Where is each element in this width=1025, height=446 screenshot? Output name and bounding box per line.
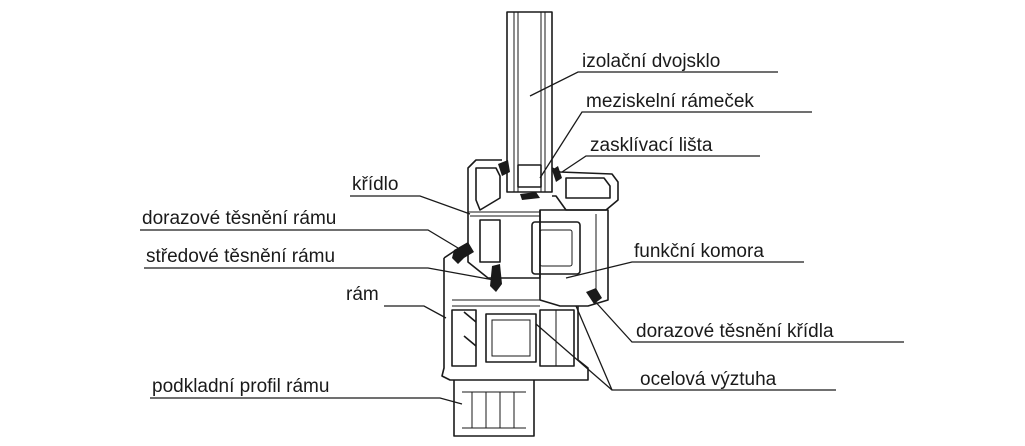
frame-drawing (441, 249, 589, 381)
label-dorazove-tesneni-kridla: dorazové těsnění křídla (636, 321, 834, 342)
label-meziskelni-ramecek: meziskelní rámeček (586, 91, 754, 112)
label-kridlo: křídlo (352, 174, 398, 195)
leader-dorazove-tesneni-kridla (591, 297, 904, 343)
label-izolacni-dvojsklo: izolační dvojsklo (582, 51, 720, 72)
leader-ram (384, 305, 447, 319)
leader-kridlo (350, 195, 471, 215)
label-ram: rám (346, 284, 379, 305)
label-dorazove-tesneni-ramu: dorazové těsnění rámu (142, 208, 336, 229)
leader-zasklivaci-lista (561, 155, 760, 173)
leader-dorazove-tesneni-ramu (140, 229, 459, 249)
leader-lines (140, 71, 904, 405)
label-ocelova-vyztuha: ocelová výztuha (640, 369, 777, 390)
leader-funkcni-komora (565, 261, 804, 279)
label-zasklivaci-lista: zasklívací lišta (590, 135, 713, 156)
label-funkcni-komora: funkční komora (634, 241, 764, 262)
leader-meziskelni-ramecek (539, 111, 812, 179)
gaskets (452, 160, 602, 304)
labels: izolační dvojsklo meziskelní rámeček zas… (142, 51, 834, 397)
leader-ocelova-vyztuha-2 (535, 323, 613, 391)
leader-izolacni-dvojsklo (529, 71, 778, 97)
label-podkladni-profil-ramu: podkladní profil rámu (152, 376, 329, 397)
base-profile-drawing (453, 380, 535, 437)
leader-podkladni-profil-ramu (150, 397, 463, 405)
double-glazing-drawing (506, 11, 553, 193)
leader-stredove-tesneni-ramu (144, 267, 495, 281)
label-stredove-tesneni-ramu: středové těsnění rámu (146, 246, 335, 267)
